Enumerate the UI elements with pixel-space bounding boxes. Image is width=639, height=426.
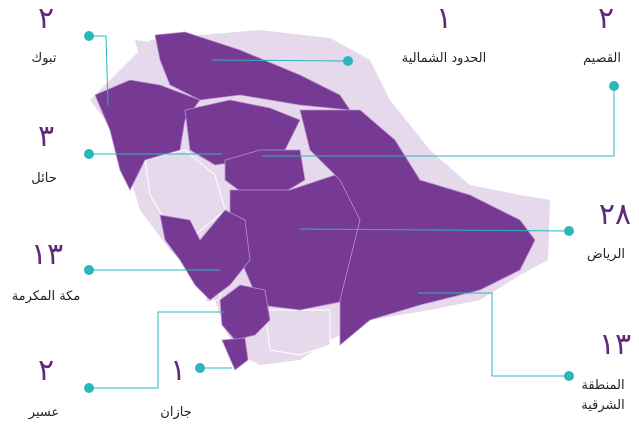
dot-eastern (564, 371, 574, 381)
count-riyadh: ٢٨ (598, 197, 632, 232)
region-jazan (221, 337, 249, 371)
count-hail: ٣ (37, 119, 55, 154)
leader-dots (84, 31, 619, 393)
label-asir: عسير (28, 405, 60, 420)
label-tabuk: تبوك (31, 51, 57, 66)
leader-lines (89, 35, 615, 389)
label-eastern: المنطقة الشرقية (581, 378, 625, 413)
dot-makkah (84, 265, 94, 275)
region-asir (219, 284, 271, 341)
region-tabuk (94, 79, 201, 191)
label-northern-borders: الحدود الشمالية (401, 51, 487, 66)
label-jazan: جازان (160, 405, 192, 420)
najran-area (264, 309, 331, 356)
leader-eastern (418, 292, 569, 377)
label-riyadh: الرياض (586, 247, 626, 262)
leader-asir (89, 311, 225, 389)
region-northern-borders (154, 31, 351, 111)
label-qassim: القصيم (583, 51, 621, 66)
count-qassim: ٢ (597, 1, 615, 36)
leader-qassim (262, 86, 615, 157)
region-makkah (159, 209, 251, 301)
dot-asir (84, 383, 94, 393)
count-tabuk: ٢ (37, 1, 55, 36)
count-jazan: ١ (169, 353, 187, 388)
label-makkah: مكة المكرمة (11, 289, 81, 304)
dot-hail (84, 149, 94, 159)
region-qassim (224, 149, 306, 196)
dot-northern-borders (343, 56, 353, 66)
region-eastern (299, 109, 536, 346)
leader-northern-borders (211, 59, 349, 62)
count-eastern: ١٣ (598, 327, 632, 362)
count-asir: ٢ (37, 353, 55, 388)
dot-tabuk (84, 31, 94, 41)
count-northern-borders: ١ (435, 1, 453, 36)
leader-riyadh (299, 228, 570, 232)
dot-riyadh (564, 226, 574, 236)
label-hail: حائل (31, 171, 57, 186)
count-makkah: ١٣ (30, 237, 64, 272)
dot-jazan (195, 363, 205, 373)
dot-qassim (609, 81, 619, 91)
leader-tabuk (90, 35, 109, 106)
